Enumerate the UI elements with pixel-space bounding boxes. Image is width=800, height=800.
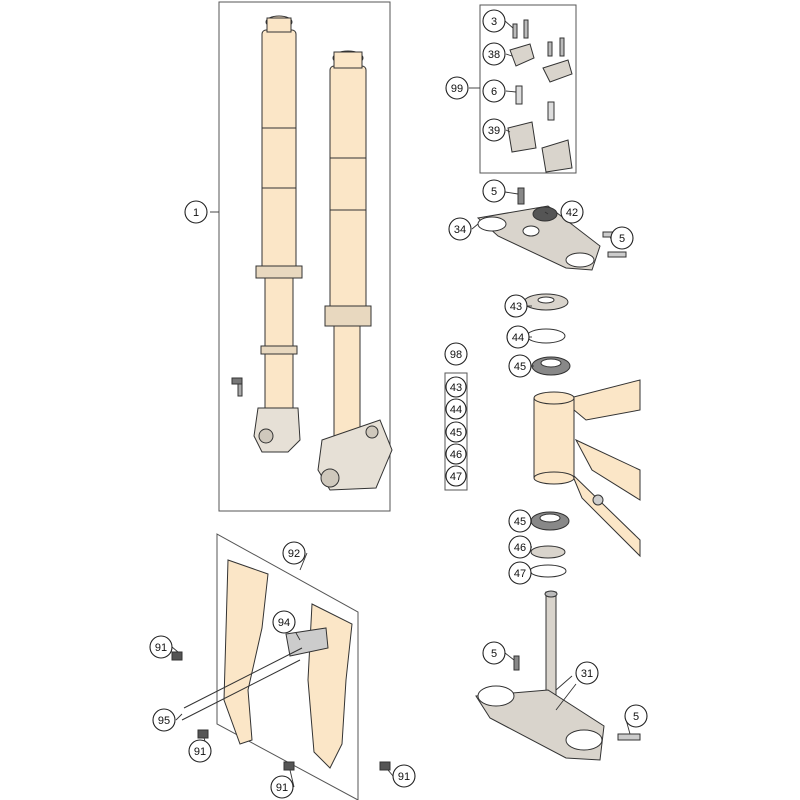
callout-94: 94 xyxy=(272,610,296,634)
callout-kit-44: 44 xyxy=(445,398,467,420)
callout-5-lower-left: 5 xyxy=(482,641,506,665)
callout-46: 46 xyxy=(508,535,532,559)
svg-text:91: 91 xyxy=(155,642,167,654)
callout-38: 38 xyxy=(482,42,506,66)
callout-39: 39 xyxy=(482,118,506,142)
svg-text:98: 98 xyxy=(450,349,462,361)
callout-44: 44 xyxy=(506,325,530,349)
svg-text:94: 94 xyxy=(278,617,290,629)
callout-45-upper: 45 xyxy=(508,354,532,378)
fork-protector-kit-box xyxy=(216,533,359,800)
svg-text:45: 45 xyxy=(514,516,526,528)
lower-bearings xyxy=(529,511,570,578)
callout-5-lower-right: 5 xyxy=(624,704,648,728)
svg-text:91: 91 xyxy=(276,782,288,794)
handlebar-clamp-kit-box xyxy=(479,4,577,174)
callout-43: 43 xyxy=(504,294,528,318)
svg-text:43: 43 xyxy=(510,301,522,313)
svg-text:42: 42 xyxy=(566,207,578,219)
callout-34: 34 xyxy=(448,217,472,241)
svg-text:45: 45 xyxy=(450,427,462,439)
callout-kit-47: 47 xyxy=(445,465,467,487)
clamp-parts xyxy=(507,19,573,173)
callout-1: 1 xyxy=(184,200,208,224)
lower-triple-clamp xyxy=(475,590,641,761)
callout-95: 95 xyxy=(152,708,176,732)
handlebar-clamp-kit-group xyxy=(479,4,577,174)
svg-text:47: 47 xyxy=(450,471,462,483)
svg-text:3: 3 xyxy=(491,16,497,28)
callout-92: 92 xyxy=(282,541,306,565)
svg-text:5: 5 xyxy=(633,711,639,723)
callout-91-left: 91 xyxy=(149,635,173,659)
svg-text:44: 44 xyxy=(512,332,524,344)
callout-45-lower: 45 xyxy=(508,509,532,533)
callout-5-upper-left: 5 xyxy=(482,179,506,203)
callout-91-bottom-right: 91 xyxy=(392,764,416,788)
svg-text:91: 91 xyxy=(398,771,410,783)
svg-text:43: 43 xyxy=(450,382,462,394)
svg-text:34: 34 xyxy=(454,224,466,236)
svg-text:1: 1 xyxy=(193,207,199,219)
fork-assembly-box xyxy=(218,1,391,512)
callout-42: 42 xyxy=(560,200,584,224)
left-fork-leg xyxy=(253,15,303,453)
svg-text:39: 39 xyxy=(488,125,500,137)
callout-kit-45: 45 xyxy=(445,421,467,443)
svg-text:47: 47 xyxy=(514,568,526,580)
svg-text:92: 92 xyxy=(288,548,300,560)
svg-text:6: 6 xyxy=(491,86,497,98)
frame-head-tube xyxy=(533,379,641,558)
svg-text:38: 38 xyxy=(488,49,500,61)
svg-text:5: 5 xyxy=(619,233,625,245)
upper-triple-clamp xyxy=(476,187,627,271)
svg-text:5: 5 xyxy=(491,186,497,198)
callout-47: 47 xyxy=(508,561,532,585)
svg-text:46: 46 xyxy=(450,449,462,461)
upper-bearings xyxy=(523,293,571,376)
svg-text:31: 31 xyxy=(581,668,593,680)
callout-5-upper-right: 5 xyxy=(610,226,634,250)
fork-protector-kit xyxy=(171,533,391,800)
svg-text:5: 5 xyxy=(491,648,497,660)
svg-text:44: 44 xyxy=(450,404,462,416)
callout-kit-46: 46 xyxy=(445,443,467,465)
svg-text:45: 45 xyxy=(514,361,526,373)
svg-text:46: 46 xyxy=(514,542,526,554)
svg-text:99: 99 xyxy=(451,83,463,95)
fork-assembly-group xyxy=(218,1,393,512)
callout-99: 99 xyxy=(445,76,469,100)
callout-91-bottom-center: 91 xyxy=(270,775,294,799)
svg-text:91: 91 xyxy=(194,746,206,758)
callout-98: 98 xyxy=(444,342,468,366)
right-fork-leg xyxy=(317,50,393,491)
callout-3: 3 xyxy=(482,9,506,33)
bleed-screw xyxy=(231,377,243,397)
callout-91-bottom-left: 91 xyxy=(188,739,212,763)
bearing-kit-box xyxy=(444,372,468,491)
svg-text:95: 95 xyxy=(158,715,170,727)
callout-31: 31 xyxy=(575,661,599,685)
callout-6: 6 xyxy=(482,79,506,103)
callout-kit-43: 43 xyxy=(445,376,467,398)
